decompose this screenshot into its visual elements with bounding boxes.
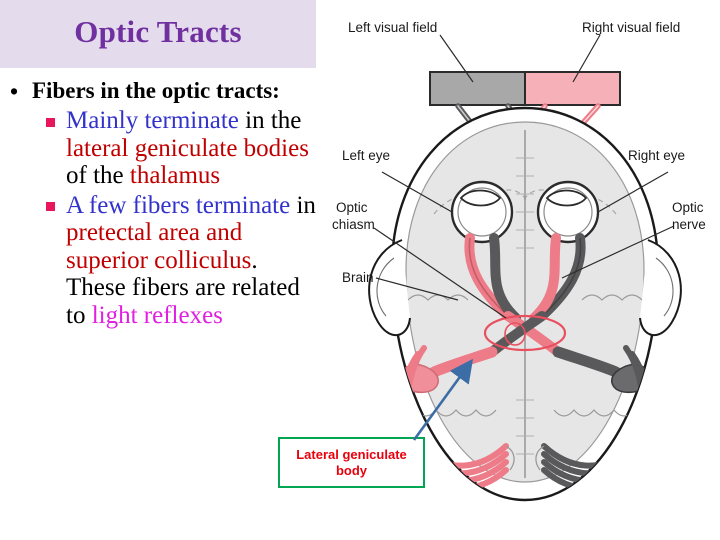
optic-chiasm-inner-ring	[504, 322, 526, 346]
right-eyeball	[536, 180, 600, 244]
left-eyeball	[450, 180, 514, 244]
leader-right-eye	[597, 171, 669, 213]
label-optic-nerve-line1: Optic	[672, 200, 704, 215]
callout-label: Lateral geniculate body	[296, 447, 407, 478]
bullet-level1-fibers: • Fibers in the optic tracts:	[0, 78, 318, 105]
leader-left-visual-field	[439, 34, 474, 83]
optic-nerve-outlines	[468, 237, 582, 317]
label-right-eye: Right eye	[628, 148, 685, 163]
bullet-run: Mainly terminate	[66, 107, 246, 135]
leader-optic-nerve	[561, 225, 675, 279]
bullet-run: A few fibers terminate	[66, 191, 297, 219]
bullet-dot-icon: •	[10, 79, 19, 105]
bullet-run: pretectal area and superior colliculus	[66, 219, 252, 274]
lateral-geniculate-body-callout: Lateral geniculate body	[278, 437, 425, 488]
bullet-run: of the	[66, 162, 130, 190]
page-title: Optic Tracts	[74, 14, 242, 49]
right-visual-field-box	[524, 71, 621, 106]
bullet-square-icon	[46, 117, 55, 127]
label-optic-chiasm-line2: chiasm	[332, 217, 375, 232]
label-optic-nerve-line2: nerve	[672, 217, 706, 232]
bullet-run: Fibers in the optic tracts:	[32, 78, 280, 103]
bullet-run: lateral geniculate bodies	[66, 134, 309, 162]
label-brain: Brain	[342, 270, 374, 285]
left-temporal-pole	[368, 239, 411, 336]
bullet-run: light reflexes	[91, 301, 223, 329]
optic-chiasm-ring	[483, 314, 567, 352]
label-right-visual-field: Right visual field	[582, 20, 680, 35]
bullet-level2-mainly-terminate: Mainly terminate in the lateral genicula…	[0, 107, 318, 190]
label-left-eye: Left eye	[342, 148, 390, 163]
leader-left-eye	[381, 171, 453, 213]
bullet-level2-few-fibers: A few fibers terminate in pretectal area…	[0, 192, 318, 330]
bullet-run: in the	[245, 107, 302, 135]
bullet-run: . These fibers are related to	[66, 246, 300, 329]
bullet-square-icon	[46, 202, 55, 212]
bullet-run: in	[296, 191, 316, 219]
left-visual-field-box	[429, 71, 526, 106]
label-left-visual-field: Left visual field	[348, 20, 437, 35]
bullet-list: • Fibers in the optic tracts: Mainly ter…	[0, 78, 318, 331]
leader-optic-chiasm	[373, 227, 507, 319]
title-band	[0, 0, 316, 68]
leader-brain	[375, 277, 459, 301]
right-temporal-pole	[639, 239, 682, 336]
optic-chiasm-fibers	[487, 311, 563, 357]
leader-right-visual-field	[572, 34, 601, 83]
bullet-run: thalamus	[129, 162, 221, 190]
label-optic-chiasm-line1: Optic	[336, 200, 368, 215]
